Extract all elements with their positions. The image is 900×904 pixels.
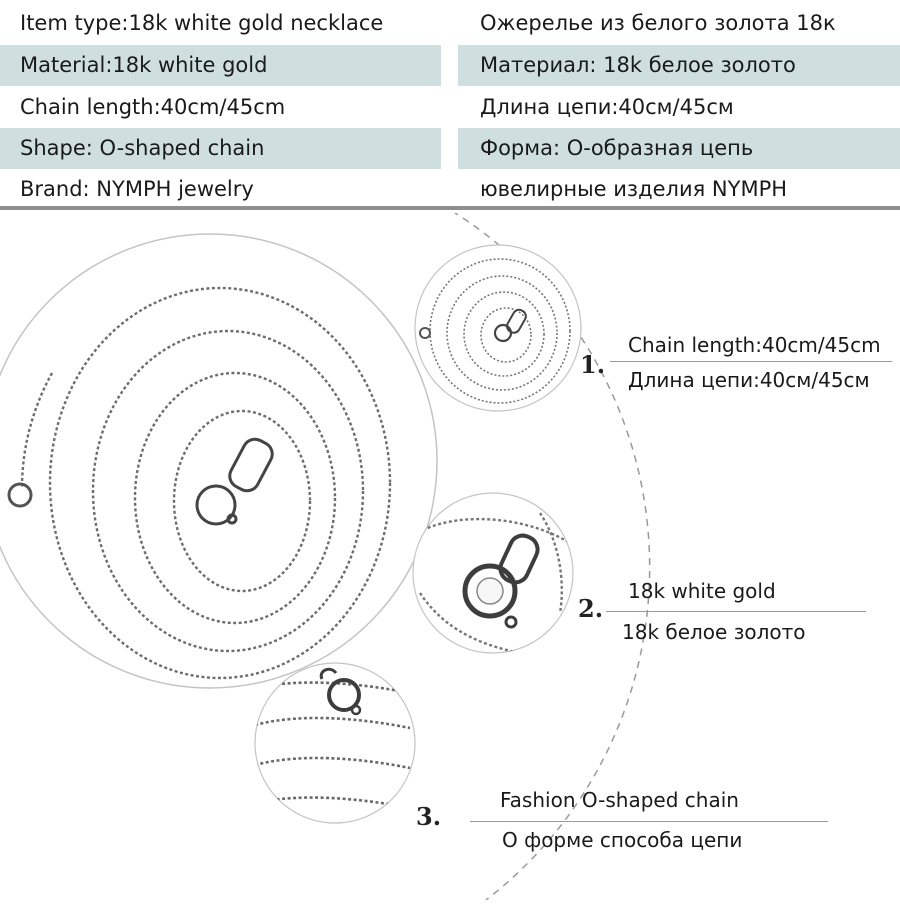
- spec-en: Item type:18k white gold necklace: [20, 11, 384, 35]
- spec-row-material: Material:18k white gold Материал: 18k бе…: [0, 45, 900, 86]
- spec-en: Brand: NYMPH jewelry: [20, 177, 254, 201]
- callout-number: 1.: [580, 350, 606, 379]
- spec-row-shape: Shape: O-shaped chain Форма: О-образная …: [0, 128, 900, 169]
- callout-number: 3.: [416, 802, 442, 831]
- callout-number: 2.: [578, 594, 604, 623]
- spec-table: Item type:18k white gold necklace Ожерел…: [0, 0, 900, 213]
- spec-row-item-type: Item type:18k white gold necklace Ожерел…: [0, 3, 900, 44]
- spec-row-chain-length: Chain length:40cm/45cm Длина цепи:40см/4…: [0, 87, 900, 128]
- spec-row-brand: Brand: NYMPH jewelry ювелирные изделия N…: [0, 169, 900, 210]
- spec-en: Chain length:40cm/45cm: [20, 95, 286, 119]
- spec-en: Shape: O-shaped chain: [0, 128, 441, 169]
- photo-collage: [0, 210, 651, 901]
- product-photos: 1. Chain length:40cm/45cm Длина цепи:40с…: [0, 210, 900, 901]
- spec-ru: Форма: О-образная цепь: [458, 128, 900, 169]
- callout-ru: Длина цепи:40см/45см: [628, 368, 870, 392]
- spec-ru: Ожерелье из белого золота 18к: [480, 11, 836, 35]
- callout-rule: [610, 361, 892, 362]
- clasp-closeup-image: [412, 492, 574, 654]
- spec-en: Material:18k white gold: [0, 45, 441, 86]
- callout-rule: [606, 611, 866, 612]
- callout-ru: О форме способа цепи: [502, 828, 743, 852]
- callout-en: Chain length:40cm/45cm: [628, 333, 881, 357]
- callout-rule: [470, 821, 828, 822]
- callout-en: 18k white gold: [628, 579, 776, 603]
- callout-ru: 18k белое золото: [622, 620, 806, 644]
- table-bottom-rule: [0, 206, 900, 210]
- spec-ru: Длина цепи:40см/45см: [480, 95, 734, 119]
- spec-ru: ювелирные изделия NYMPH: [480, 177, 788, 201]
- necklace-coil-image: [0, 233, 438, 689]
- callout-en: Fashion O-shaped chain: [500, 788, 739, 812]
- chain-strands-image: [254, 662, 416, 824]
- necklace-closeup-image: [414, 244, 582, 412]
- spec-ru: Материал: 18k белое золото: [458, 45, 900, 86]
